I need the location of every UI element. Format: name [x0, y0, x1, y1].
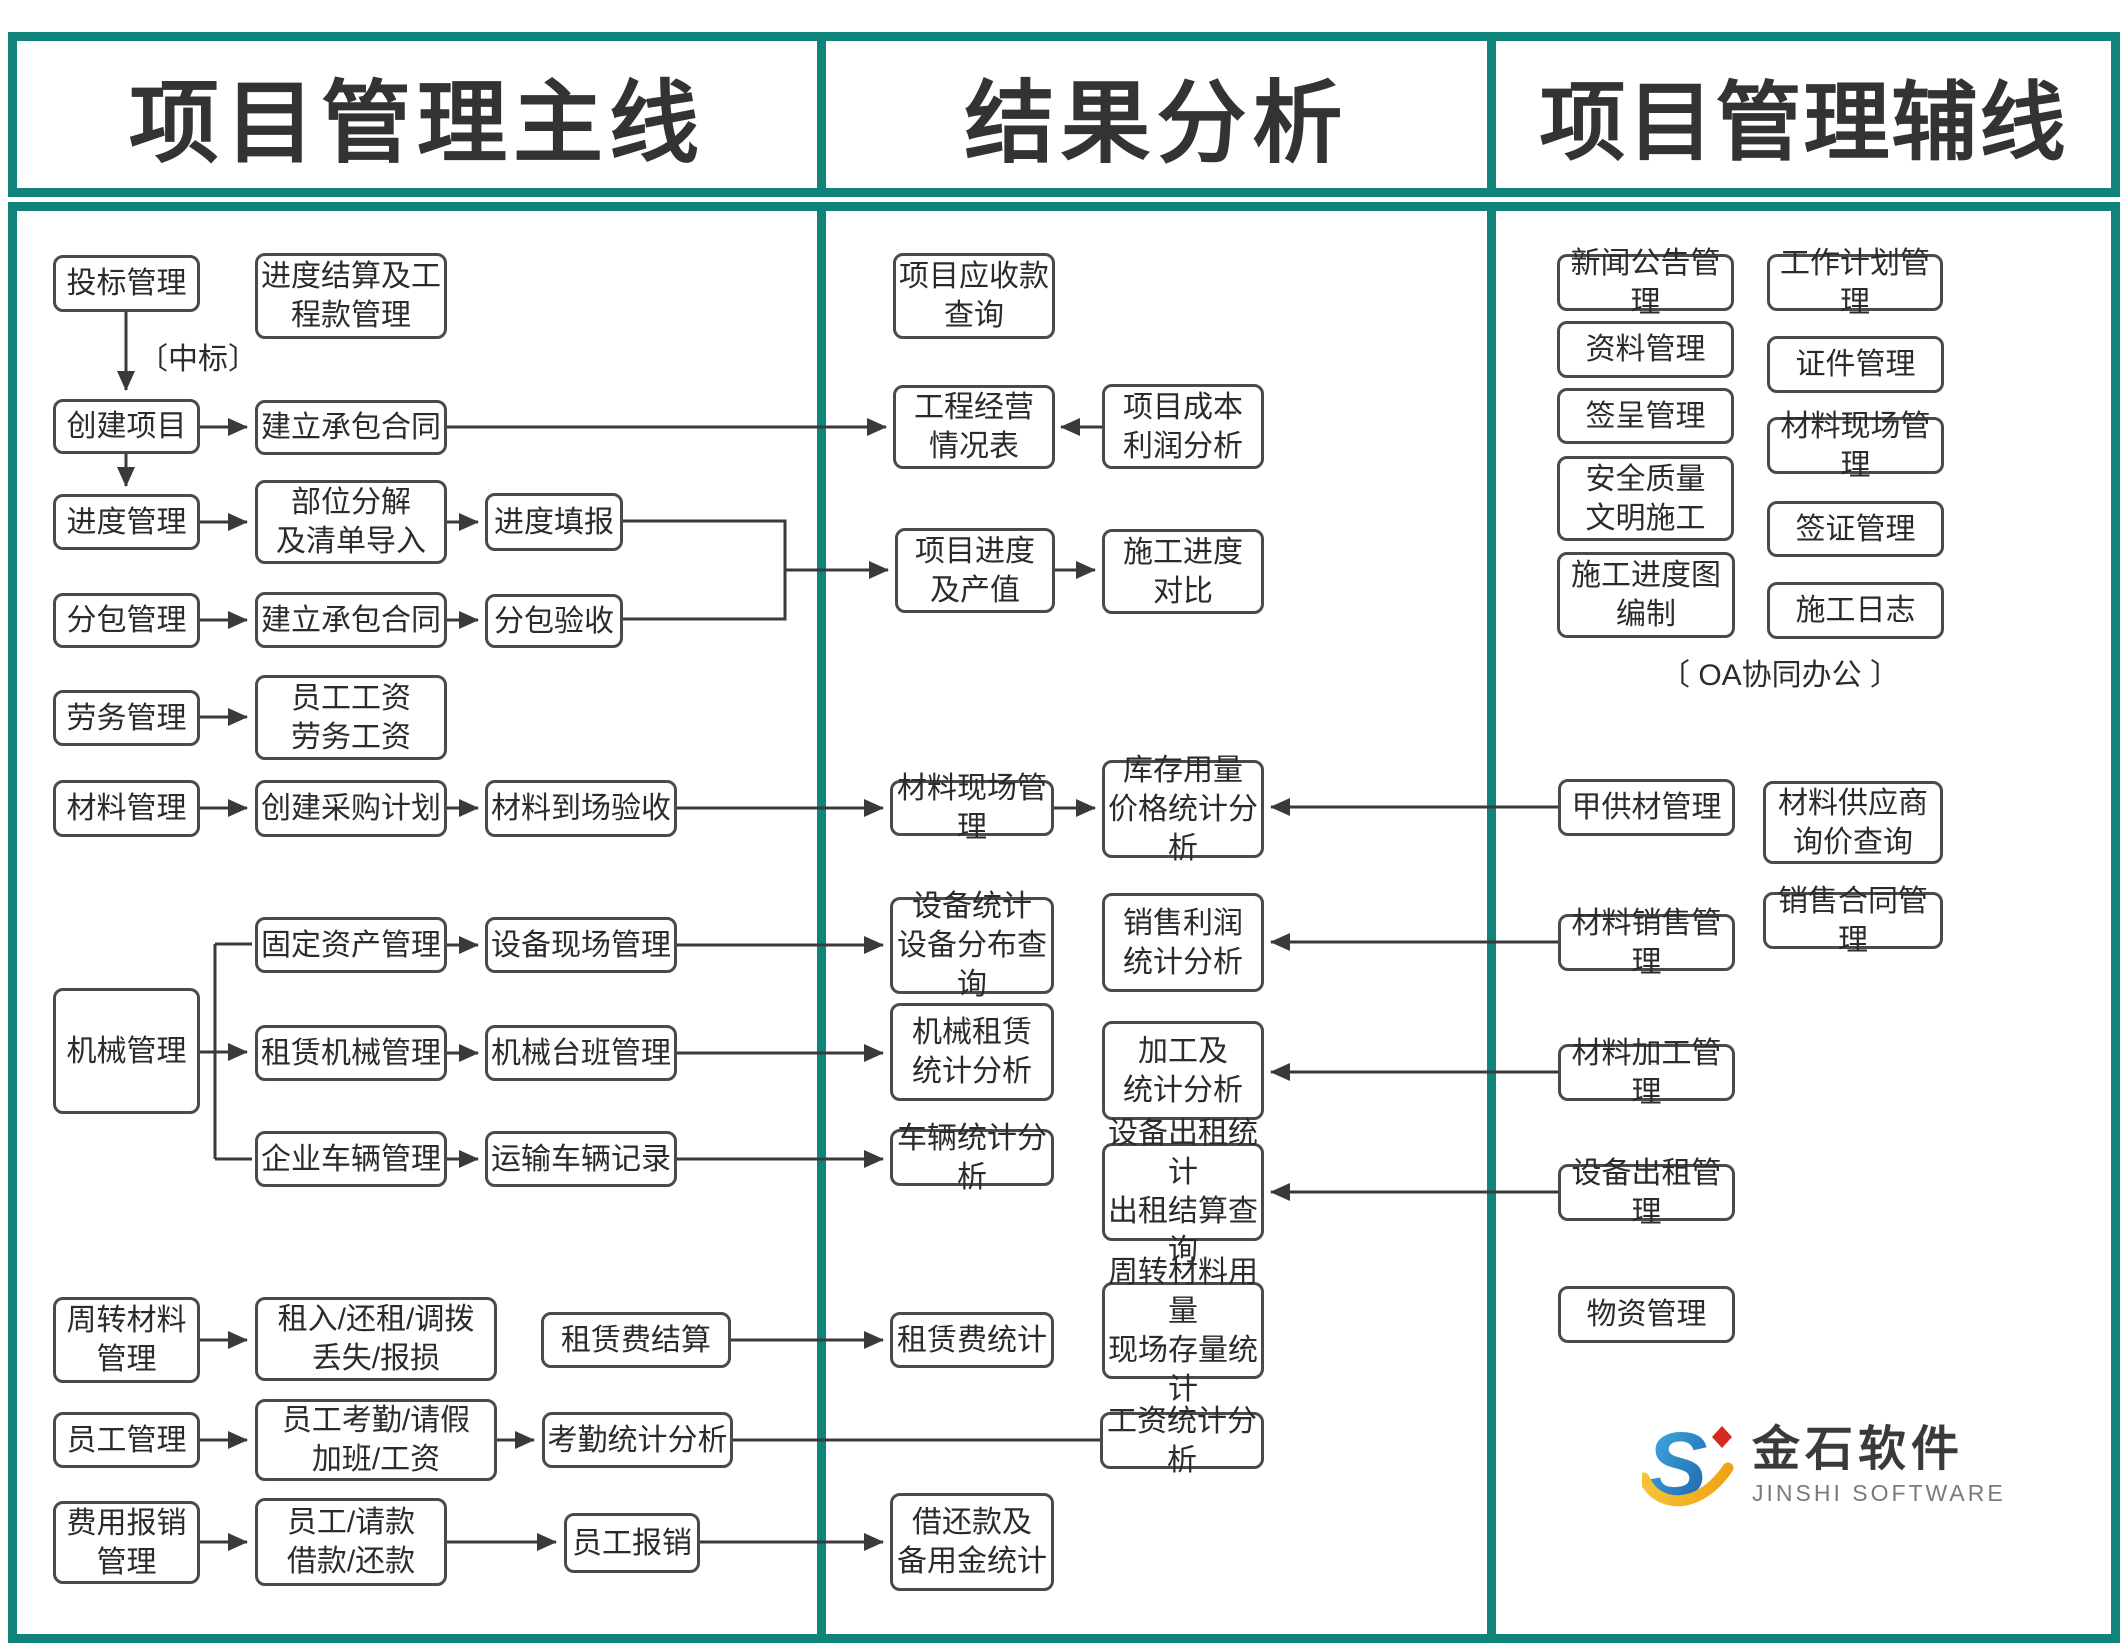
node-expense-management: 费用报销 管理 [53, 1501, 200, 1584]
node-processing-stat: 加工及 统计分析 [1102, 1021, 1264, 1120]
node-create-project: 创建项目 [53, 399, 200, 454]
node-progress-management: 进度管理 [53, 494, 200, 550]
node-sales-profit-stat: 销售利润 统计分析 [1102, 893, 1264, 992]
node-machine-rent-stat: 机械租赁 统计分析 [890, 1003, 1054, 1101]
logo-name-en: JINSHI SOFTWARE [1752, 1479, 2006, 1506]
node-rental-machine: 租赁机械管理 [255, 1025, 447, 1081]
node-certs-management: 证件管理 [1767, 336, 1944, 393]
node-subcontract-accept: 分包验收 [485, 594, 623, 648]
node-progress-settlement: 进度结算及工 程款管理 [255, 253, 447, 339]
node-vehicle-stat: 车辆统计分析 [890, 1122, 1054, 1194]
node-work-plan: 工作计划管理 [1767, 247, 1943, 319]
node-material-arrival: 材料到场验收 [485, 780, 677, 837]
node-subcontract-management: 分包管理 [53, 593, 200, 648]
connector-merge-bracket [623, 519, 787, 621]
title-analysis: 结果分析 [964, 74, 1349, 174]
node-inventory-stat: 库存用量 价格统计分析 [1102, 754, 1264, 865]
node-turnover-material: 周转材料 管理 [53, 1297, 200, 1383]
node-material-processing: 材料加工管理 [1558, 1037, 1735, 1109]
node-attendance: 员工考勤/请假 加班/工资 [255, 1399, 497, 1481]
node-owner-supply: 甲供材管理 [1558, 779, 1735, 836]
node-rent-settlement: 租赁费结算 [541, 1312, 731, 1368]
node-decompose-import: 部位分解 及清单导入 [255, 480, 447, 564]
node-wages: 员工工资 劳务工资 [255, 675, 447, 760]
node-request-loan: 员工/请款 借款/还款 [255, 1498, 447, 1586]
node-company-vehicles: 企业车辆管理 [255, 1131, 447, 1187]
node-visa-management: 签证管理 [1767, 501, 1944, 557]
label-oa-office: 〔 OA协同办公 〕 [1660, 659, 1901, 692]
title-aux: 项目管理辅线 [1539, 75, 2068, 171]
node-equipment-stat: 设备统计 设备分布查询 [890, 890, 1054, 1001]
node-project-progress-value: 项目进度 及产值 [895, 528, 1055, 613]
node-bid-management: 投标管理 [53, 255, 200, 312]
node-construction-compare: 施工进度 对比 [1102, 529, 1264, 614]
logo-name-cn: 金石软件 [1752, 1423, 1965, 1477]
node-reimburse: 员工报销 [564, 1513, 700, 1573]
node-rent-fee-stat: 租赁费统计 [890, 1312, 1054, 1368]
node-goods-management: 物资管理 [1558, 1286, 1735, 1343]
header-panel-main: 项目管理主线 [8, 32, 826, 197]
header-panel-aux: 项目管理辅线 [1487, 32, 2120, 197]
node-equipment-rent: 设备出租管理 [1558, 1157, 1735, 1229]
node-equipment-rent-stat: 设备出租统计 出租结算查询 [1102, 1117, 1264, 1267]
node-receivable-query: 项目应收款 查询 [893, 253, 1055, 339]
node-material-site: 材料现场管理 [890, 772, 1054, 844]
node-supplier-inquiry: 材料供应商 询价查询 [1763, 781, 1943, 864]
node-cost-profit: 项目成本 利润分析 [1102, 384, 1264, 469]
jinshi-logo: S 金石软件 JINSHI SOFTWARE [1642, 1414, 2006, 1518]
node-machine-management: 机械管理 [53, 988, 200, 1114]
node-docs-management: 资料管理 [1557, 321, 1734, 378]
node-transport-records: 运输车辆记录 [485, 1131, 677, 1187]
node-attendance-stat: 考勤统计分析 [542, 1412, 733, 1468]
header-panel-analysis: 结果分析 [817, 32, 1496, 197]
node-machine-shift: 机械台班管理 [485, 1025, 677, 1081]
node-schedule-chart: 施工进度图 编制 [1557, 552, 1735, 638]
node-staff-management: 员工管理 [53, 1412, 200, 1468]
node-contract-sub: 建立承包合同 [255, 592, 447, 648]
node-loan-stat: 借还款及 备用金统计 [890, 1493, 1054, 1591]
node-progress-fill: 进度填报 [485, 493, 623, 551]
node-news-management: 新闻公告管理 [1557, 247, 1734, 319]
node-fixed-asset: 固定资产管理 [255, 917, 447, 973]
logo-swoosh [1642, 1462, 1734, 1507]
node-material-sales: 材料销售管理 [1558, 907, 1735, 979]
node-salary-stat: 工资统计分析 [1100, 1405, 1264, 1477]
logo-diamond [1712, 1426, 1732, 1448]
node-construction-log: 施工日志 [1767, 582, 1944, 639]
node-contract-main: 建立承包合同 [255, 400, 447, 455]
node-sign-request: 签呈管理 [1557, 388, 1734, 444]
node-aux-material-site: 材料现场管理 [1767, 410, 1944, 482]
node-material-management: 材料管理 [53, 780, 200, 837]
node-equipment-site: 设备现场管理 [485, 917, 677, 973]
jinshi-logo-mark: S [1642, 1414, 1734, 1516]
node-sales-contract: 销售合同管理 [1763, 885, 1943, 957]
node-rent-in-out: 租入/还租/调拨 丢失/报损 [255, 1297, 497, 1381]
node-safety-quality: 安全质量 文明施工 [1557, 456, 1734, 541]
label-win-bid: 〔中标〕 [138, 343, 258, 376]
node-labor-management: 劳务管理 [53, 690, 200, 746]
title-main: 项目管理主线 [129, 74, 705, 174]
node-operating-report: 工程经营 情况表 [893, 385, 1055, 469]
node-purchase-plan: 创建采购计划 [255, 780, 447, 837]
node-turnover-stat: 周转材料用量 现场存量统计 [1102, 1256, 1264, 1406]
